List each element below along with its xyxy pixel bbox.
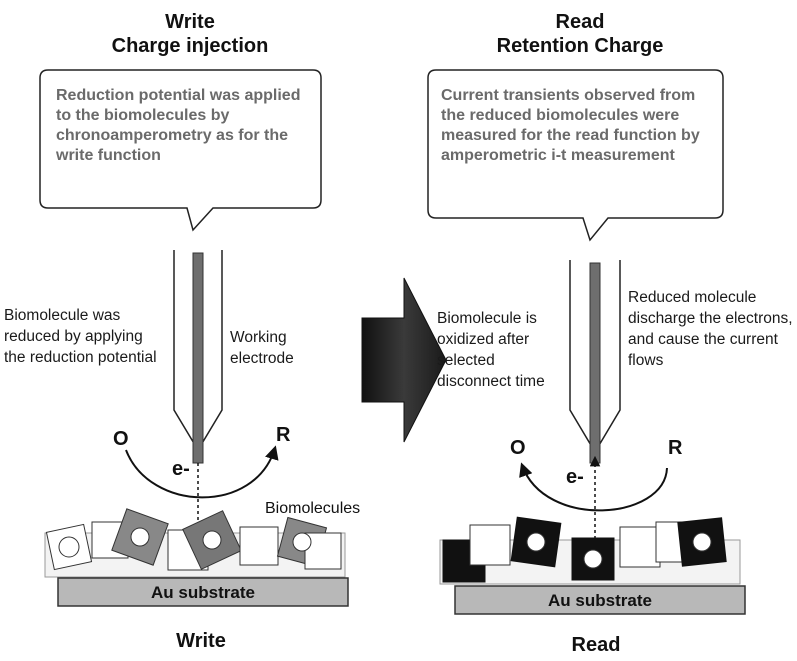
- write-electrode-rod: [192, 252, 204, 464]
- write-substrate-label: Au substrate: [151, 583, 255, 602]
- write-title-line2: Charge injection: [111, 35, 269, 57]
- transition-arrow: [361, 277, 447, 443]
- write-electron-label: e-: [172, 458, 190, 480]
- write-o-label: O: [113, 428, 129, 450]
- read-speech-bubble: [427, 69, 724, 242]
- read-electrode-rod: [589, 262, 601, 464]
- write-au-substrate: [57, 577, 349, 607]
- read-biomolecule-layer: [439, 516, 741, 585]
- read-substrate-label: Au substrate: [548, 591, 652, 610]
- read-title: Read Retention Charge: [470, 10, 690, 58]
- write-footer: Write: [176, 630, 226, 652]
- read-left-description: Biomolecule is oxidized after selected d…: [437, 310, 545, 390]
- write-electrode-label: Working electrode: [230, 329, 294, 367]
- write-left-description: Biomolecule was reduced by applying the …: [4, 307, 157, 366]
- read-title-line1: Read: [555, 11, 605, 33]
- write-redox-curve: [125, 445, 279, 499]
- read-bubble-text: Current transients observed from the red…: [441, 87, 700, 164]
- read-r-label: R: [668, 437, 683, 459]
- read-au-substrate: [454, 585, 746, 615]
- read-title-line2: Retention Charge: [496, 35, 664, 57]
- write-biomolecules-label: Biomolecules: [265, 500, 361, 517]
- read-right-description: Reduced molecule discharge the electrons…: [628, 289, 793, 369]
- read-footer: Read: [571, 634, 621, 656]
- read-electron-label: e-: [566, 466, 584, 488]
- read-redox-curve: [519, 462, 668, 512]
- write-bubble-text: Reduction potential was applied to the b…: [56, 87, 301, 164]
- write-r-label: R: [276, 424, 291, 446]
- write-speech-bubble: [39, 69, 322, 232]
- read-o-label: O: [510, 437, 526, 459]
- write-title: Write Charge injection: [90, 10, 290, 58]
- write-title-line1: Write: [165, 11, 215, 33]
- write-biomolecule-layer: [44, 508, 346, 578]
